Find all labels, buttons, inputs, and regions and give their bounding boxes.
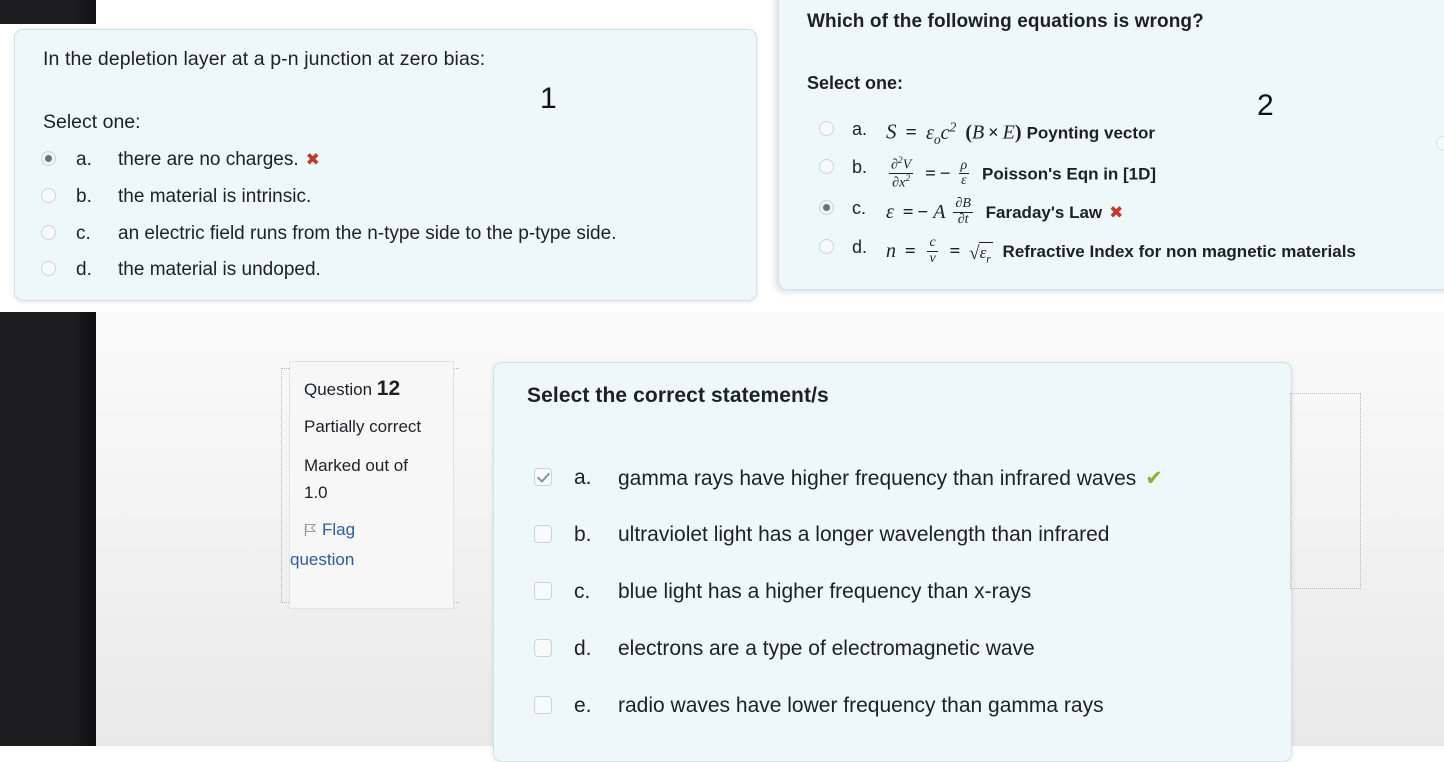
- option-letter: b.: [574, 523, 592, 546]
- radio-icon[interactable]: [819, 200, 834, 220]
- option-letter: b.: [852, 157, 868, 177]
- answer-option-b[interactable]: b. the material is intrinsic.: [41, 186, 741, 208]
- radio-icon[interactable]: [819, 159, 834, 179]
- equation-b: ∂2V ∂x2: [889, 156, 914, 191]
- select-one-label: Select one:: [807, 73, 904, 93]
- answer-option-e[interactable]: e. radio waves have lower frequency than…: [534, 694, 1294, 718]
- answer-option-d[interactable]: d. n = c v = √εr Refractive Index for no…: [819, 235, 1444, 267]
- option-text: blue light has a higher frequency than x…: [618, 580, 1032, 603]
- selection-outline-right: [1290, 393, 1361, 589]
- option-letter: d.: [574, 637, 592, 660]
- option-text: an electric field runs from the n-type s…: [118, 223, 617, 244]
- option-letter: a.: [852, 119, 868, 139]
- option-text: gamma rays have higher frequency than in…: [618, 467, 1163, 490]
- equation-label: Poynting vector: [1026, 123, 1156, 143]
- correct-icon: ✔: [1145, 467, 1163, 490]
- option-letter: c.: [852, 198, 867, 218]
- option-text: S = εoc2 (B × E) Poynting vector: [886, 119, 1156, 147]
- equation-label: Refractive Index for non magnetic materi…: [997, 241, 1356, 261]
- option-text: the material is undoped.: [118, 259, 321, 280]
- equation-label: Poisson's Eqn in [1D]: [977, 164, 1157, 184]
- annotation-number-1: 1: [540, 82, 557, 115]
- option-letter: a.: [76, 149, 92, 170]
- radio-icon[interactable]: [41, 188, 56, 208]
- radio-icon[interactable]: [819, 121, 834, 141]
- question-card-equations: Which of the following equations is wron…: [778, 0, 1444, 290]
- option-text: ∂2V ∂x2 = − ρ ε Poisson's Eqn in [1D]: [889, 156, 1157, 191]
- checkbox-icon[interactable]: [534, 525, 552, 548]
- option-letter: d.: [76, 259, 92, 280]
- answer-option-c[interactable]: c. blue light has a higher frequency tha…: [534, 580, 1294, 604]
- option-letter: a.: [574, 466, 592, 489]
- equation-a: S: [886, 119, 897, 144]
- checkbox-icon[interactable]: [534, 582, 552, 605]
- flag-link-line2[interactable]: question: [290, 550, 355, 569]
- question-stem: Select the correct statement/s: [527, 384, 829, 407]
- checkbox-icon[interactable]: [534, 468, 552, 491]
- question-stem: Which of the following equations is wron…: [807, 11, 1204, 32]
- flag-question-link[interactable]: Flag: [304, 520, 355, 540]
- answer-option-a[interactable]: a. S = εoc2 (B × E) Poynting vector: [819, 119, 1444, 148]
- equation-c: ε: [886, 200, 894, 223]
- radio-icon[interactable]: [819, 239, 834, 259]
- annotation-number-2: 2: [1257, 89, 1274, 122]
- option-letter: c.: [76, 223, 91, 244]
- question-number: 12: [376, 377, 401, 400]
- option-letter: b.: [76, 186, 92, 207]
- radio-icon[interactable]: [41, 225, 56, 245]
- checkbox-icon[interactable]: [534, 696, 552, 719]
- dark-occluder-top: [0, 0, 96, 24]
- option-text: ε = − A ∂B ∂t Faraday's Law✖: [886, 196, 1124, 227]
- select-one-label: Select one:: [43, 111, 141, 133]
- incorrect-icon: ✖: [305, 150, 320, 169]
- checkbox-icon[interactable]: [534, 639, 552, 662]
- flag-link-line1[interactable]: Flag: [322, 520, 356, 539]
- question-word: Question: [304, 380, 373, 399]
- flag-icon: [304, 522, 317, 536]
- answer-option-c[interactable]: c. ε = − A ∂B ∂t Faraday's Law✖: [819, 196, 1444, 228]
- incorrect-icon: ✖: [1109, 202, 1124, 222]
- radio-icon[interactable]: [41, 261, 56, 281]
- answer-option-c[interactable]: c. an electric field runs from the n-typ…: [41, 223, 741, 245]
- radio-icon-edge-partial[interactable]: [1436, 136, 1444, 151]
- option-text: the material is intrinsic.: [118, 186, 312, 207]
- dark-occluder-bottom: [0, 312, 96, 746]
- marked-out-of-value: 1.0: [304, 483, 328, 502]
- question-number-line: Question 12: [304, 377, 400, 401]
- option-letter: e.: [574, 694, 592, 717]
- answer-option-b[interactable]: b. ultraviolet light has a longer wavele…: [534, 523, 1294, 547]
- answer-option-a[interactable]: a. gamma rays have higher frequency than…: [534, 466, 1294, 491]
- option-text: electrons are a type of electromagnetic …: [618, 637, 1035, 660]
- option-letter: d.: [852, 237, 868, 257]
- radio-icon[interactable]: [41, 151, 56, 171]
- question-info-block: Question 12 Partially correct Marked out…: [289, 361, 454, 609]
- answer-option-a[interactable]: a. there are no charges.✖: [41, 149, 741, 171]
- option-letter: c.: [574, 580, 591, 603]
- option-text: radio waves have lower frequency than ga…: [618, 694, 1104, 717]
- question-status: Partially correct: [304, 417, 422, 436]
- option-text: n = c v = √εr Refractive Index for non m…: [886, 235, 1356, 266]
- option-text: there are no charges.✖: [118, 149, 320, 170]
- equation-d: n: [886, 239, 896, 262]
- question-stem: In the depletion layer at a p-n junction…: [43, 48, 486, 70]
- equation-label: Faraday's Law: [980, 202, 1103, 222]
- answer-option-d[interactable]: d. the material is undoped.: [41, 259, 741, 281]
- option-text: ultraviolet light has a longer wavelengt…: [618, 523, 1110, 546]
- question-card-correct-statements: Select the correct statement/s a. gamma …: [493, 362, 1292, 762]
- question-card-depletion-layer: In the depletion layer at a p-n junction…: [14, 29, 757, 301]
- answer-option-b[interactable]: b. ∂2V ∂x2 = − ρ ε Poisson's Eqn in [1D]: [819, 156, 1444, 193]
- marked-out-of-label: Marked out of: [304, 456, 408, 475]
- answer-option-d[interactable]: d. electrons are a type of electromagnet…: [534, 637, 1294, 661]
